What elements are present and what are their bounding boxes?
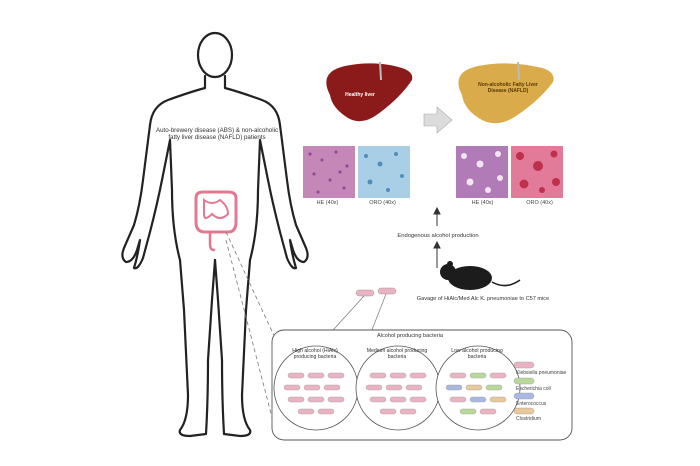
histology-he-nafld: [456, 146, 508, 198]
oro-caption-healthy: ORO (40x): [369, 200, 396, 206]
legend-swatches: [513, 361, 535, 415]
bacteria-panel-title: Alcohol producing bacteria: [377, 333, 443, 339]
nafld-liver-vessel: [517, 61, 520, 81]
healthy-liver-illustration: [326, 63, 413, 122]
oro-caption-nafld: ORO (40x): [526, 200, 553, 206]
legend-label-klebsiella: Klebsiella pneumoniae: [516, 370, 567, 376]
progression-arrow: [423, 106, 453, 134]
gavage-label: Gavage of HiAlc/Med Alc K. pneumoniae to…: [416, 296, 550, 302]
human-body-outline: [121, 31, 309, 438]
upward-arrows: [433, 206, 441, 268]
gavage-bacteria: [355, 287, 397, 297]
legend-swatch-enterococcus: [513, 392, 535, 400]
nafld-liver-label: Non-alcoholic Fatty Liver Disease (NAFLD…: [478, 82, 538, 94]
group-high-label: High alcohol (HiAlc) producing bacteria: [292, 348, 338, 360]
legend-label-clostridium: Clostridium: [516, 416, 542, 422]
histology-he-healthy: [303, 146, 355, 198]
mouse-illustration: [440, 261, 521, 290]
endogenous-alcohol-label: Endogenous alcohol production: [397, 233, 479, 239]
legend-label-enterococcus: Enterococcus: [516, 401, 547, 407]
patients-label: Auto-brewery disease (ABS) & non-alcohol…: [155, 127, 279, 142]
legend-swatch-ecoli: [513, 377, 535, 385]
group-medium-label: Medium alcohol producing bacteria: [366, 348, 428, 360]
histology-oro-nafld: [511, 146, 563, 198]
gut-to-panel-connectors: [225, 231, 277, 426]
healthy-liver-vessel: [379, 61, 382, 81]
he-caption-healthy: HE (40x): [316, 200, 339, 206]
group-medium-circle: [355, 345, 441, 431]
legend-label-ecoli: Escherichia coli: [516, 386, 551, 392]
group-high-circle: [273, 345, 359, 431]
intestine-illustration: [194, 190, 238, 252]
group-low-circle: [435, 345, 521, 431]
legend-swatch-clostridium: [513, 407, 535, 415]
nafld-liver-illustration: [458, 63, 554, 124]
group-low-label: Low alcohol producing bacteria: [451, 348, 503, 360]
legend-swatch-klebsiella: [513, 361, 535, 369]
histology-oro-healthy: [358, 146, 410, 198]
he-caption-nafld: HE (40x): [471, 200, 494, 206]
healthy-liver-label: Healthy liver: [345, 92, 375, 98]
